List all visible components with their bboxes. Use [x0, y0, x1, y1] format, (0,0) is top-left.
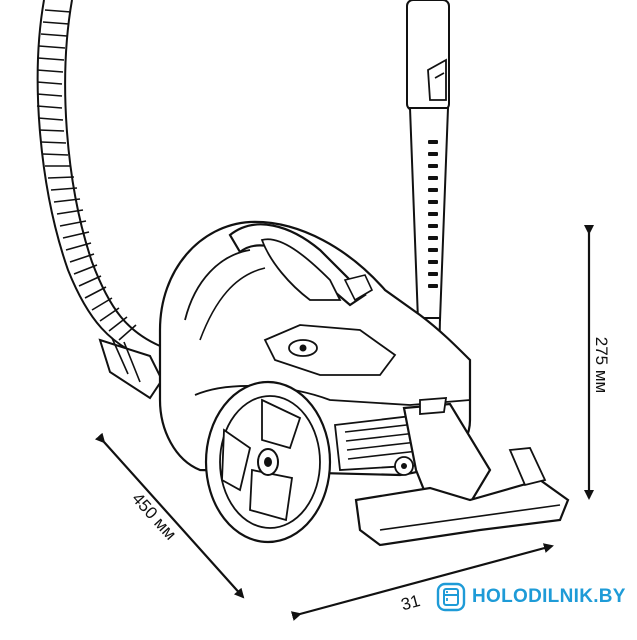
floor-nozzle — [354, 397, 570, 547]
fridge-logo-icon — [436, 582, 466, 612]
hose — [36, 0, 164, 400]
watermark: HOLODILNIK.BY — [436, 580, 631, 614]
watermark-text: HOLODILNIK.BY — [472, 586, 626, 607]
width-label: 31 — [399, 591, 422, 614]
width-dimension-arrow — [290, 543, 554, 621]
depth-dimension-arrow — [94, 432, 245, 599]
rear-wheel — [204, 380, 332, 544]
height-label: 275 мм — [592, 337, 611, 393]
